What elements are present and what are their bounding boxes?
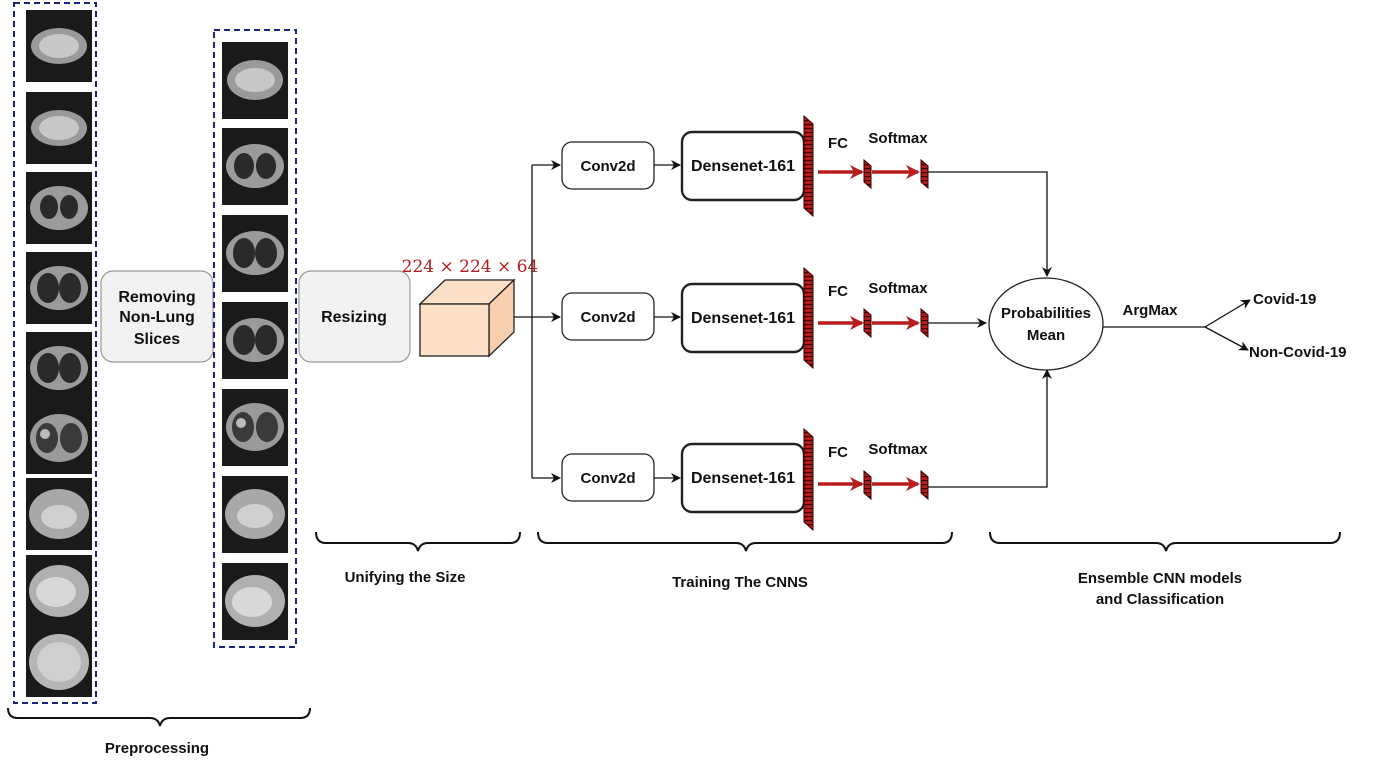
arrow-bottom-to-mean	[928, 369, 1052, 488]
non-covid-label: Non-Covid-19	[1249, 344, 1347, 361]
training-label: Training The CNNS	[672, 574, 808, 591]
resizing-box	[298, 270, 411, 363]
densenet-label: Densenet-161	[691, 470, 795, 487]
removing-label-line2: Non-Lung	[119, 309, 195, 326]
fc-label: FC	[828, 444, 848, 461]
softmax-label: Softmax	[868, 441, 928, 458]
removing-label-line3: Slices	[134, 331, 180, 348]
arrow-to-covid	[1204, 299, 1251, 328]
fc-label: FC	[828, 283, 848, 300]
ct-slice-image	[26, 252, 92, 324]
lung-slices-column	[222, 42, 288, 640]
ct-slice-image	[26, 10, 92, 82]
softmax-label: Softmax	[868, 130, 928, 147]
ct-slice-image	[222, 42, 288, 119]
dimension-label: 224 × 224 × 64	[402, 257, 539, 277]
arrow-top-to-mean	[928, 171, 1052, 277]
resizing-label: Resizing	[321, 309, 387, 326]
probabilities-mean-node	[988, 277, 1104, 371]
cnn-branch-top: Conv2d Densenet-161 FC Softmax	[561, 114, 929, 218]
removing-label-line1: Removing	[118, 289, 195, 306]
densenet-label: Densenet-161	[691, 158, 795, 175]
ct-slice-image	[26, 172, 92, 244]
cnn-branch-middle: Conv2d Densenet-161 FC Softmax	[561, 266, 929, 370]
softmax-label: Softmax	[868, 280, 928, 297]
ensemble-label-line2: and Classification	[1096, 591, 1224, 608]
fc-layer	[863, 469, 872, 501]
softmax-layer	[920, 158, 929, 190]
preprocessing-brace	[7, 707, 311, 727]
fc-label: FC	[828, 135, 848, 152]
ct-slice-image	[26, 332, 92, 404]
unifying-brace	[315, 531, 521, 552]
conv2d-label: Conv2d	[580, 158, 635, 175]
ensemble-label-line1: Ensemble CNN models	[1078, 570, 1242, 587]
ct-slice-image	[222, 563, 288, 640]
fc-layer	[863, 307, 872, 339]
ensemble-brace	[989, 531, 1341, 552]
ct-slice-image	[222, 476, 288, 553]
ct-slice-image	[222, 128, 288, 205]
conv2d-label: Conv2d	[580, 309, 635, 326]
conv2d-label: Conv2d	[580, 470, 635, 487]
ct-slice-image	[26, 555, 92, 627]
fc-layer	[863, 158, 872, 190]
preprocessing-label: Preprocessing	[105, 740, 209, 757]
arrow-to-non-covid	[1204, 326, 1249, 351]
densenet-output-layer	[803, 427, 814, 532]
ct-slice-image	[26, 402, 92, 474]
mean-label: Mean	[1027, 327, 1065, 344]
volume-cube	[418, 278, 516, 358]
all-slices-dashed-frame	[13, 2, 97, 704]
ct-slice-image	[222, 389, 288, 466]
ct-slice-image	[222, 302, 288, 379]
softmax-layer	[920, 469, 929, 501]
ct-slice-image	[222, 215, 288, 292]
unifying-label: Unifying the Size	[345, 569, 466, 586]
softmax-layer	[920, 307, 929, 339]
all-slices-column	[26, 10, 92, 697]
ct-slice-image	[26, 92, 92, 164]
argmax-label: ArgMax	[1122, 302, 1178, 319]
ct-slice-image	[26, 478, 92, 550]
densenet-output-layer	[803, 114, 814, 218]
densenet-label: Densenet-161	[691, 310, 795, 327]
cnn-branch-bottom: Conv2d Densenet-161 FC Softmax	[561, 427, 929, 532]
probabilities-label: Probabilities	[1001, 305, 1091, 322]
lung-slices-dashed-frame	[213, 29, 297, 648]
covid-label: Covid-19	[1253, 291, 1316, 308]
densenet-output-layer	[803, 266, 814, 370]
training-brace	[537, 531, 953, 552]
ct-slice-image	[26, 627, 92, 697]
